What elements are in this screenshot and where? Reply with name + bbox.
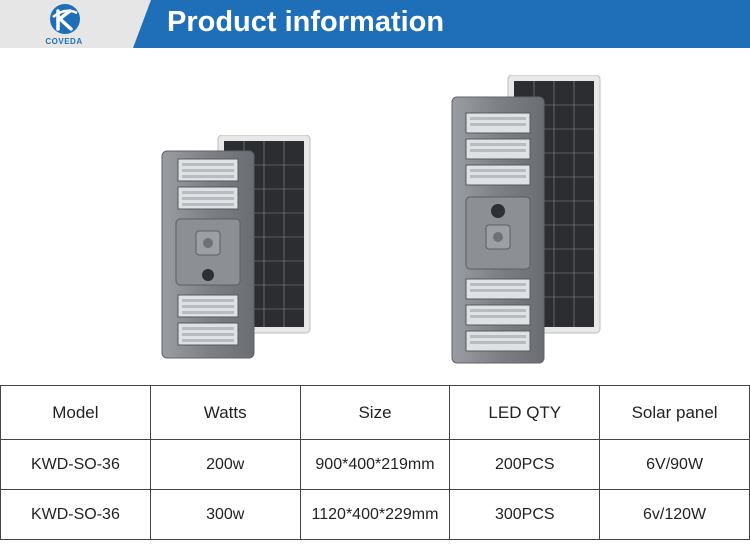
cell-model: KWD-SO-36 [0, 439, 151, 490]
spec-table: Model Watts Size LED QTY Solar panel KWD… [0, 385, 750, 540]
brand-name: COVEDA [45, 37, 83, 46]
solar-street-light-300w-image [451, 75, 601, 364]
title-bar [133, 0, 750, 48]
solar-street-light-200w-image [161, 135, 311, 359]
cell-solar-panel: 6v/120W [599, 489, 750, 540]
column-header-solar-panel: Solar panel [599, 385, 750, 440]
column-header-watts: Watts [149, 385, 301, 440]
header: COVEDA Product information [0, 0, 750, 48]
logo: COVEDA [0, 0, 133, 48]
table-row: KWD-SO-36 300w 1120*400*229mm 300PCS 6v/… [0, 489, 750, 540]
cell-watts: 200w [149, 439, 301, 490]
column-header-model: Model [0, 385, 151, 440]
coveda-logo-icon [50, 4, 80, 34]
cell-watts: 300w [149, 489, 301, 540]
cell-size: 1120*400*229mm [299, 489, 451, 540]
table-header-row: Model Watts Size LED QTY Solar panel [0, 385, 750, 440]
title-bar-notch [133, 0, 151, 48]
cell-led-qty: 300PCS [449, 489, 601, 540]
column-header-size: Size [299, 385, 451, 440]
cell-model: KWD-SO-36 [0, 489, 151, 540]
table-row: KWD-SO-36 200w 900*400*219mm 200PCS 6V/9… [0, 439, 750, 490]
column-header-led-qty: LED QTY [449, 385, 601, 440]
cell-size: 900*400*219mm [299, 439, 451, 490]
cell-led-qty: 200PCS [449, 439, 601, 490]
page-title: Product information [167, 6, 445, 38]
cell-solar-panel: 6V/90W [599, 439, 750, 490]
